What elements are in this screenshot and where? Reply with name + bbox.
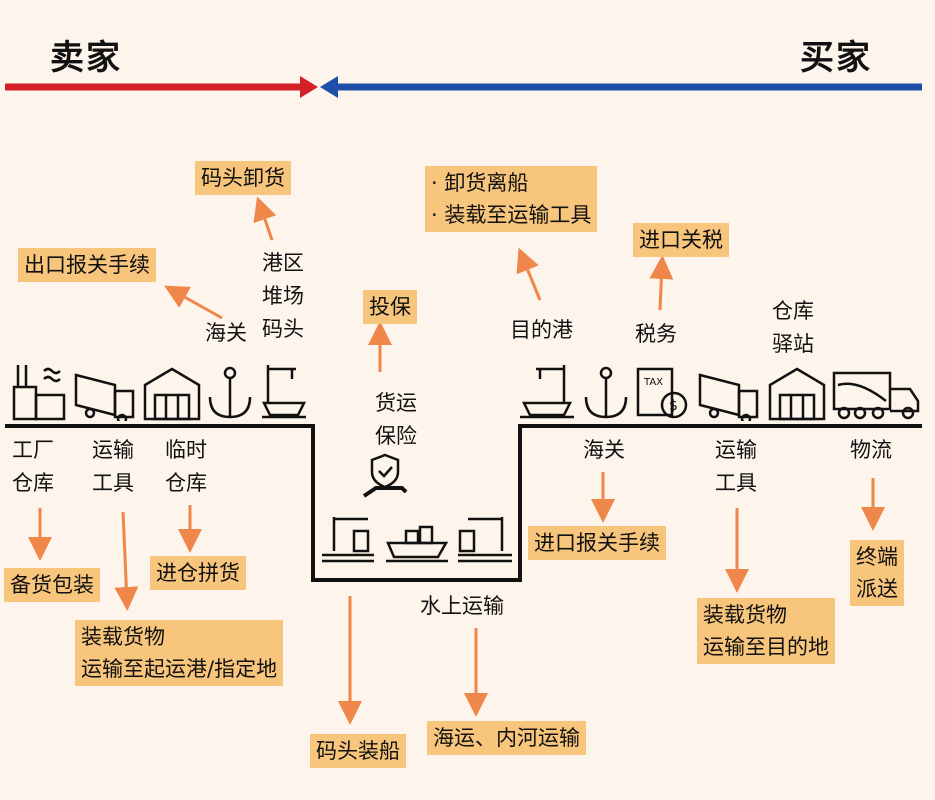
warehouse-icon bbox=[768, 367, 826, 421]
port-area-label: 港区 堆场 码头 bbox=[262, 251, 304, 341]
dock-unloading-box: 码头卸货 bbox=[195, 161, 291, 195]
loading-dest-box: 装载货物 运输至目的地 bbox=[697, 598, 835, 664]
shield-hand-icon bbox=[362, 453, 408, 498]
crane-ship-icon bbox=[322, 517, 374, 563]
logistics-label: 物流 bbox=[850, 438, 892, 462]
buyer-icon-row: TAX $ bbox=[520, 365, 920, 421]
svg-text:$: $ bbox=[669, 398, 678, 414]
stock-packing-box: 备货包装 bbox=[4, 568, 100, 602]
buyer-transport-label: 运输 工具 bbox=[715, 438, 757, 495]
dump-truck-icon bbox=[832, 371, 920, 420]
temp-warehouse-label: 临时 仓库 bbox=[165, 438, 207, 495]
import-customs-box: 进口报关手续 bbox=[528, 526, 666, 560]
dock-loading-box: 码头装船 bbox=[310, 734, 406, 768]
seller-transport-label: 运输 工具 bbox=[92, 438, 134, 495]
factory-warehouse-label: 工厂 仓库 bbox=[12, 438, 54, 495]
truck-icon bbox=[74, 373, 135, 421]
unload-box: · 卸货离船 · 装载至运输工具 bbox=[425, 166, 598, 232]
warehouse-icon bbox=[143, 367, 201, 421]
truck-icon bbox=[698, 373, 759, 421]
tax-label: 税务 bbox=[635, 322, 677, 346]
cargo-insurance-label: 货运 保险 bbox=[375, 391, 417, 448]
sea-river-box: 海运、内河运输 bbox=[427, 721, 586, 755]
process-baseline bbox=[5, 424, 922, 582]
svg-text:TAX: TAX bbox=[643, 377, 663, 388]
destination-port-label: 目的港 bbox=[510, 318, 573, 342]
arrow-dest-port bbox=[516, 247, 542, 301]
anchor-icon bbox=[208, 366, 252, 419]
arrow-tax bbox=[649, 255, 674, 311]
crane-ship-icon bbox=[458, 517, 512, 563]
seller-arrow bbox=[5, 76, 318, 98]
arrow-port-unload bbox=[253, 196, 277, 241]
water-transport-label: 水上运输 bbox=[420, 594, 504, 618]
arrow-transport bbox=[114, 511, 139, 611]
seller-customs-label: 海关 bbox=[205, 321, 247, 345]
consolidation-box: 进仓拼货 bbox=[150, 556, 246, 590]
buyer-title: 买家 bbox=[800, 38, 872, 78]
anchor-icon bbox=[584, 366, 628, 419]
water-transport-icons bbox=[322, 517, 512, 563]
warehouse-station-label: 仓库 驿站 bbox=[772, 299, 814, 356]
final-delivery-box: 终端 派送 bbox=[850, 540, 904, 606]
buyer-arrow bbox=[320, 76, 922, 98]
tax-document-icon: TAX $ bbox=[636, 367, 688, 419]
loading-box: 装载货物 运输至起运港/指定地 bbox=[75, 620, 284, 686]
export-customs-box: 出口报关手续 bbox=[18, 248, 156, 282]
arrow-customs-export bbox=[164, 285, 223, 320]
port-crane-ship-icon bbox=[520, 365, 574, 419]
import-tax-box: 进口关税 bbox=[633, 223, 729, 257]
cargo-ship-icon bbox=[386, 525, 449, 563]
port-crane-ship-icon bbox=[261, 365, 307, 419]
seller-icon-row bbox=[12, 365, 307, 421]
insure-box: 投保 bbox=[363, 290, 417, 324]
factory-icon bbox=[12, 365, 66, 421]
buyer-customs-label: 海关 bbox=[583, 438, 625, 462]
seller-title: 卖家 bbox=[50, 38, 122, 78]
